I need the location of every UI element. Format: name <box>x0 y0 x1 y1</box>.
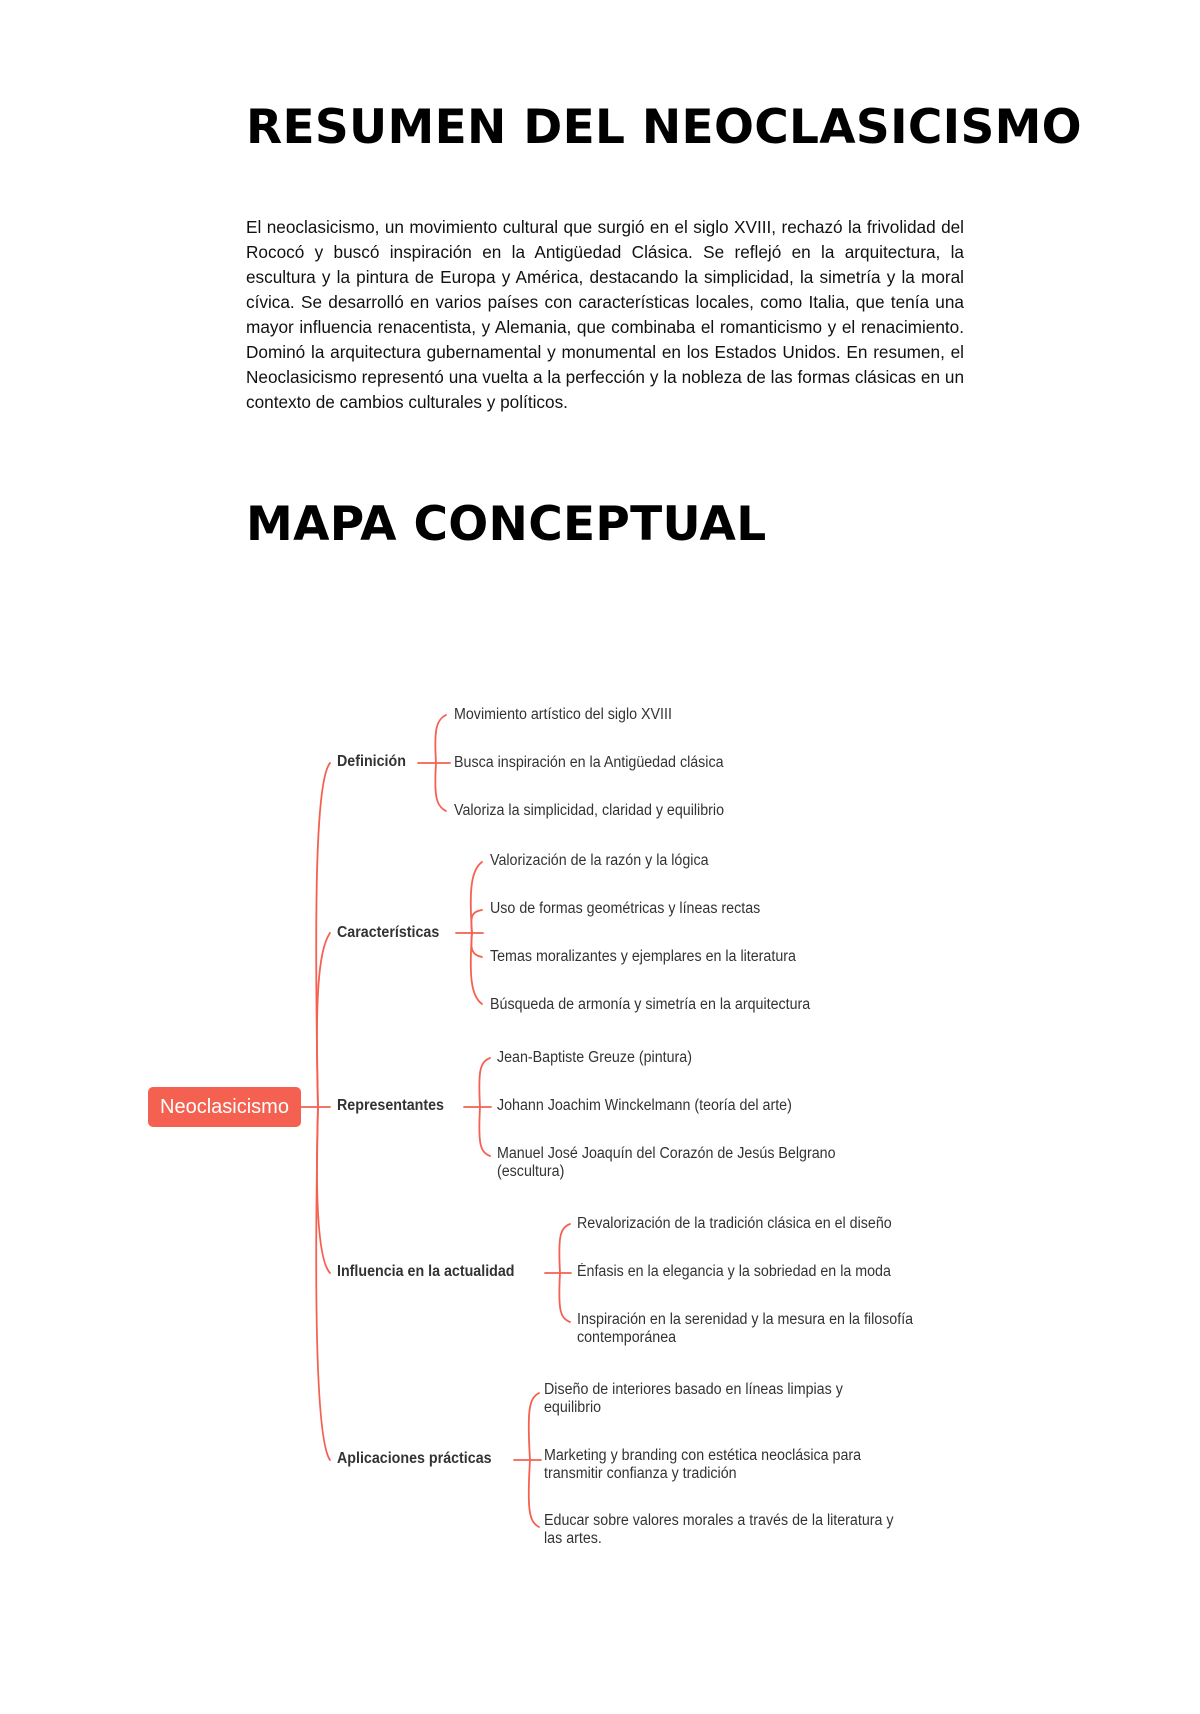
branch-definicion[interactable]: Definición <box>337 753 406 770</box>
branch-representantes[interactable]: Representantes <box>337 1097 444 1114</box>
leaf-item[interactable]: Valorización de la razón y la lógica <box>490 852 709 869</box>
leaf-item[interactable]: Marketing y branding con estética neoclá… <box>544 1447 862 1482</box>
leaf-item[interactable]: Inspiración en la serenidad y la mesura … <box>577 1311 914 1346</box>
root-label: Neoclasicismo <box>160 1095 289 1118</box>
leaf-item[interactable]: Temas moralizantes y ejemplares en la li… <box>490 948 796 965</box>
leaf-item[interactable]: Johann Joachim Winckelmann (teoría del a… <box>497 1097 792 1114</box>
branch-caracteristicas[interactable]: Características <box>337 924 440 941</box>
branch-influencia[interactable]: Influencia en la actualidad <box>337 1263 515 1280</box>
branch-aplicaciones[interactable]: Aplicaciones prácticas <box>337 1450 492 1467</box>
leaf-item[interactable]: Educar sobre valores morales a través de… <box>544 1512 894 1547</box>
leaf-item[interactable]: Revalorización de la tradición clásica e… <box>577 1215 892 1232</box>
leaf-item[interactable]: Busca inspiración en la Antigüedad clási… <box>454 754 724 771</box>
leaf-item[interactable]: Movimiento artístico del siglo XVIII <box>454 706 672 723</box>
leaf-item[interactable]: Diseño de interiores basado en líneas li… <box>544 1381 843 1416</box>
map-title: MAPA CONCEPTUAL <box>246 497 767 552</box>
leaf-item[interactable]: Énfasis en la elegancia y la sobriedad e… <box>577 1263 891 1280</box>
leaf-item[interactable]: Jean-Baptiste Greuze (pintura) <box>497 1049 692 1066</box>
page-title: RESUMEN DEL NEOCLASICISMO <box>246 100 1082 155</box>
summary-paragraph: El neoclasicismo, un movimiento cultural… <box>246 217 964 412</box>
mindmap-root-node[interactable]: Neoclasicismo <box>148 1087 301 1127</box>
leaf-item[interactable]: Manuel José Joaquín del Corazón de Jesús… <box>497 1145 836 1180</box>
leaf-item[interactable]: Búsqueda de armonía y simetría en la arq… <box>490 996 811 1013</box>
leaf-item[interactable]: Uso de formas geométricas y líneas recta… <box>490 900 761 917</box>
leaf-item[interactable]: Valoriza la simplicidad, claridad y equi… <box>454 802 725 819</box>
